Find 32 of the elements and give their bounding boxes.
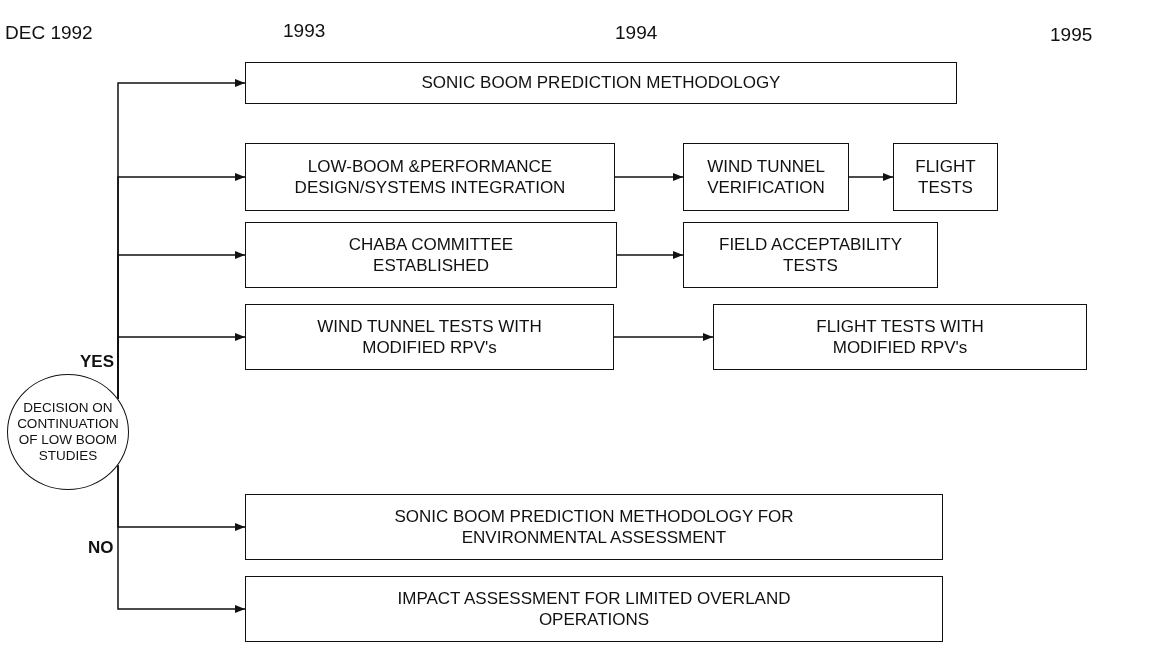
node-text: WIND TUNNEL TESTS WITH MODIFIED RPV's — [316, 315, 543, 359]
node-text: FIELD ACCEPTABILITY TESTS — [718, 233, 903, 277]
arrow — [613, 333, 714, 341]
task-box — [683, 222, 938, 288]
task-box — [245, 62, 957, 104]
arrow — [848, 173, 894, 181]
node-text: IMPACT ASSESSMENT FOR LIMITED OVERLAND OPERATIONS — [396, 587, 792, 631]
task-box — [245, 304, 614, 370]
task-box — [713, 304, 1087, 370]
branch-label: NO — [88, 538, 114, 558]
node-text: DECISION ON CONTINUATION OF LOW BOOM STUDIES — [16, 399, 120, 465]
year-label: 1993 — [283, 20, 326, 42]
node-text: CHABA COMMITTEE ESTABLISHED — [347, 233, 515, 277]
year-label: 1994 — [615, 22, 658, 44]
node-text: FLIGHT TESTS WITH MODIFIED RPV's — [815, 315, 985, 359]
node-text: FLIGHT TESTS — [914, 155, 977, 199]
task-box — [245, 576, 943, 642]
task-box — [245, 143, 615, 211]
node-text: WIND TUNNEL VERIFICATION — [706, 155, 826, 199]
node-text: LOW-BOOM &PERFORMANCE DESIGN/SYSTEMS INTEGRATION — [293, 155, 567, 199]
arrow — [616, 251, 684, 259]
node-text: SONIC BOOM PREDICTION METHODOLOGY — [421, 72, 781, 94]
node-text: SONIC BOOM PREDICTION METHODOLOGY FOR ENVIRONMENTAL ASSESSMENT — [393, 505, 795, 549]
task-box — [683, 143, 849, 211]
task-box — [893, 143, 998, 211]
arrow — [117, 464, 246, 613]
task-box — [245, 494, 943, 560]
year-label: DEC 1992 — [5, 22, 93, 44]
branch-label: YES — [80, 352, 115, 372]
task-box — [245, 222, 617, 288]
year-label: 1995 — [1050, 24, 1093, 46]
arrow — [614, 173, 684, 181]
